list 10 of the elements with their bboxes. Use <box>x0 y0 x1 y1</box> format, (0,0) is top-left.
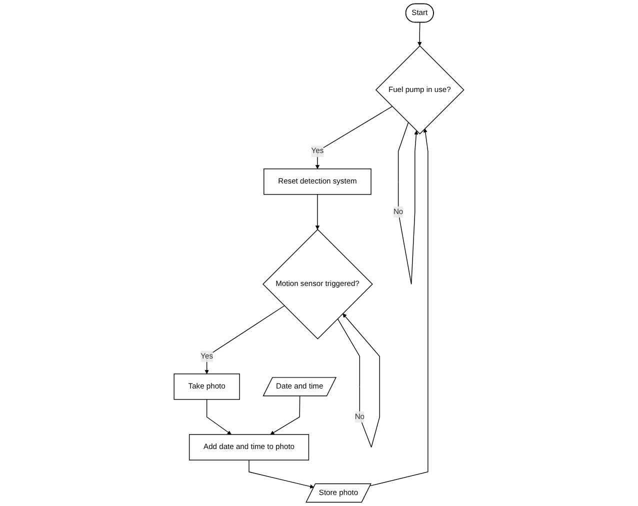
arrow <box>248 460 314 489</box>
arrow <box>206 399 232 435</box>
arrow <box>337 313 380 448</box>
arrow <box>418 22 422 46</box>
arrow <box>315 106 393 170</box>
arrow <box>270 396 300 435</box>
arrow <box>398 122 418 284</box>
arrow <box>315 194 320 230</box>
arrow <box>370 128 428 486</box>
arrow <box>204 305 285 374</box>
